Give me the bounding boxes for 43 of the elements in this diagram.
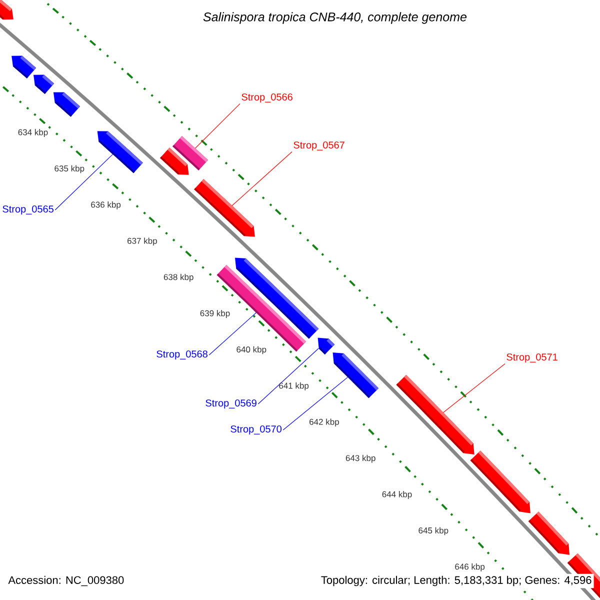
gene-block bbox=[53, 92, 80, 117]
gene-block bbox=[528, 512, 570, 555]
scale-label: 636 kbp bbox=[91, 201, 121, 210]
gene-label: Strop_0569 bbox=[206, 399, 256, 409]
gene-block bbox=[0, 0, 14, 20]
scale-label: 644 kbp bbox=[382, 491, 412, 499]
gene-label: Strop_0570 bbox=[230, 425, 282, 435]
gene-label: Strop_0566 bbox=[242, 93, 292, 103]
scale-label: 640 kbp bbox=[236, 346, 266, 354]
title: Salinispora tropica CNB-440, complete genome bbox=[203, 12, 466, 24]
leader-line bbox=[194, 103, 240, 149]
gene-block bbox=[34, 74, 54, 94]
gene-block bbox=[194, 179, 255, 237]
gene-block bbox=[97, 131, 143, 174]
scale-label: 646 kbp bbox=[455, 563, 485, 572]
footer-text: Accession: NC_009380 bbox=[6, 574, 126, 588]
gene-label: Strop_0567 bbox=[294, 141, 344, 151]
leader-line bbox=[282, 376, 348, 430]
scale-label: 638 kbp bbox=[164, 274, 194, 282]
leader-line bbox=[443, 363, 506, 413]
scale-label: 634 kbp bbox=[18, 129, 48, 137]
leader-line bbox=[232, 151, 292, 206]
leader-line bbox=[258, 348, 319, 404]
gene-block bbox=[396, 374, 474, 454]
scale-label: 637 kbp bbox=[128, 238, 157, 246]
gene-label: Strop_0568 bbox=[156, 350, 208, 360]
gene-block bbox=[235, 258, 319, 339]
scale-label: 641 kbp bbox=[279, 382, 309, 390]
gene-block bbox=[318, 338, 335, 354]
gene-block bbox=[332, 352, 379, 398]
scale-label: 643 kbp bbox=[346, 454, 376, 463]
scale-label: 645 kbp bbox=[418, 527, 448, 536]
scale-label: 639 kbp bbox=[200, 310, 230, 318]
gene-label: Strop_0571 bbox=[506, 353, 558, 363]
gene-label: Strop_0565 bbox=[2, 205, 54, 215]
leader-line bbox=[54, 154, 114, 210]
gene-block bbox=[12, 56, 36, 78]
scale-label: 642 kbp bbox=[310, 418, 339, 427]
leader-line bbox=[208, 312, 256, 356]
scale-label: 635 kbp bbox=[54, 165, 84, 174]
gene-block bbox=[470, 450, 530, 514]
footer-text: Topology: circular; Length: 5,183,331 bp; Genes: 4,596 bbox=[318, 574, 594, 588]
gene-block bbox=[160, 148, 189, 175]
